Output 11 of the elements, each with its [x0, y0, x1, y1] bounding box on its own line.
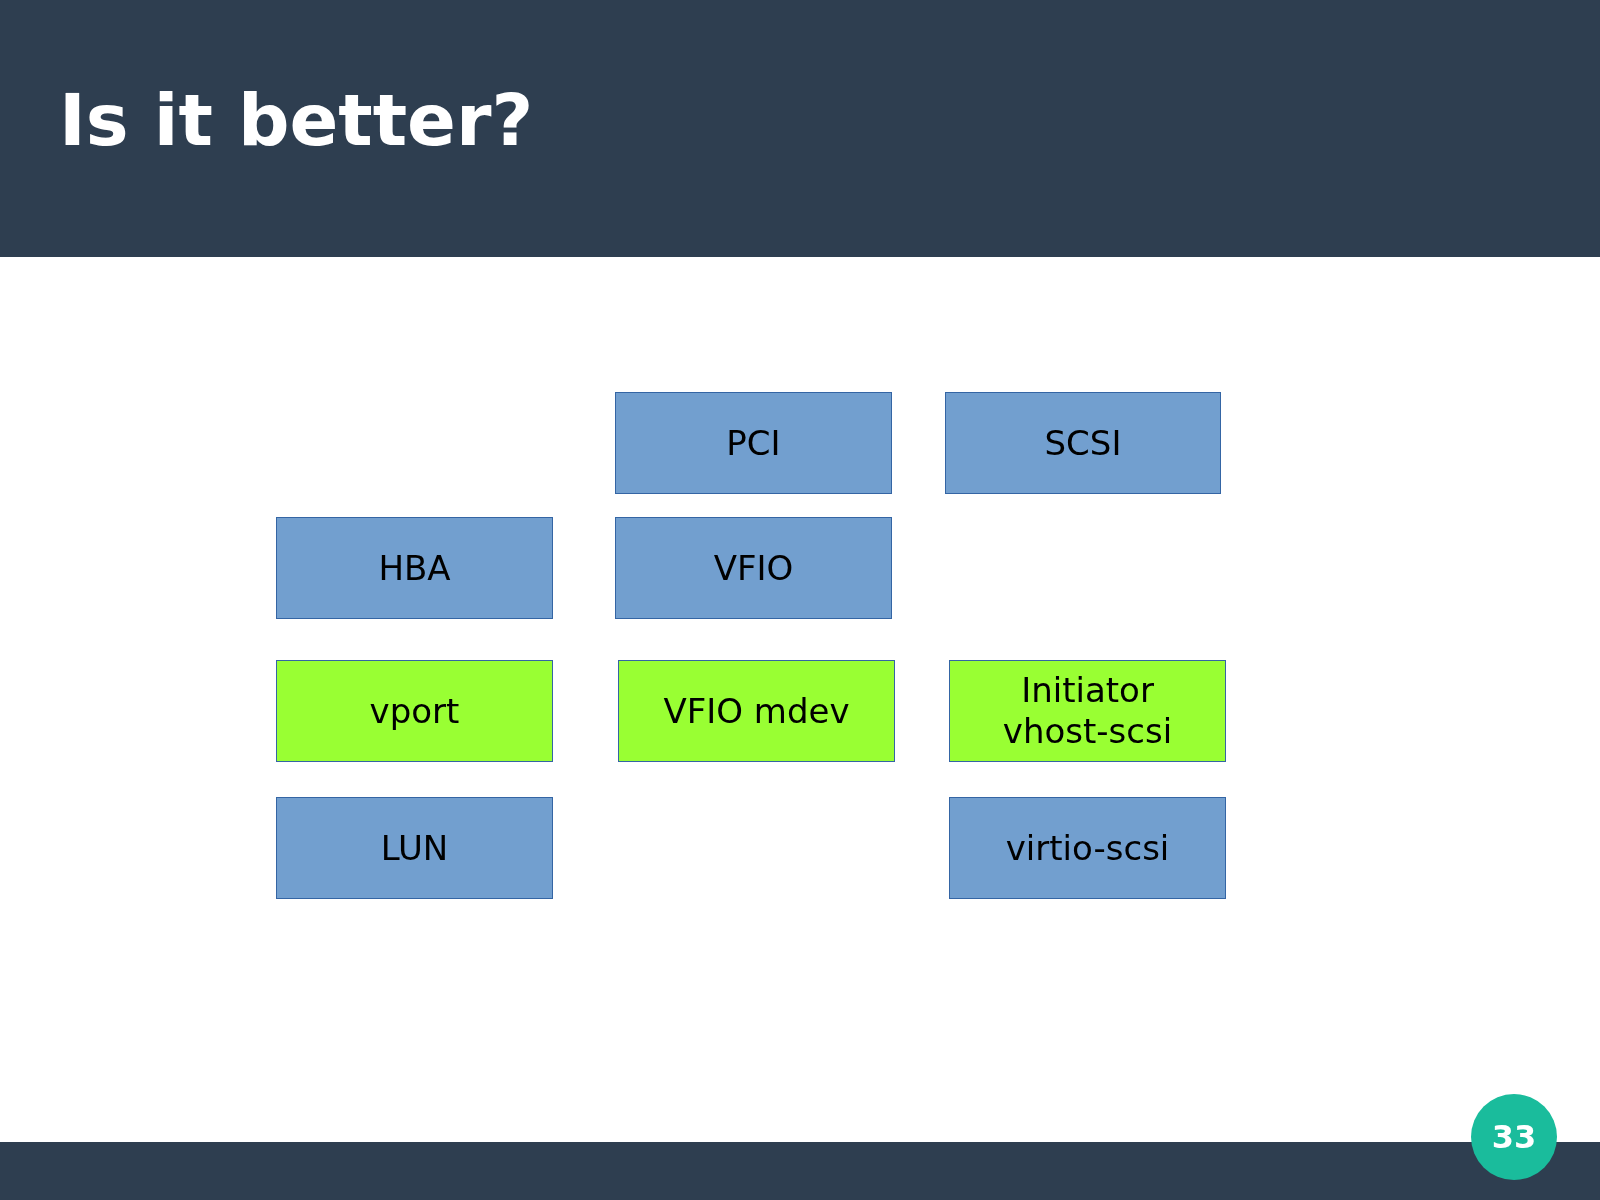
component-box: HBA — [276, 517, 553, 619]
slide-title: Is it better? — [59, 78, 534, 162]
component-box: LUN — [276, 797, 553, 899]
component-box: Initiator vhost-scsi — [949, 660, 1226, 762]
component-box: virtio-scsi — [949, 797, 1226, 899]
component-box: PCI — [615, 392, 892, 494]
component-box: vport — [276, 660, 553, 762]
page-number: 33 — [1471, 1094, 1557, 1180]
component-box: VFIO — [615, 517, 892, 619]
component-box: VFIO mdev — [618, 660, 895, 762]
component-box: SCSI — [945, 392, 1221, 494]
